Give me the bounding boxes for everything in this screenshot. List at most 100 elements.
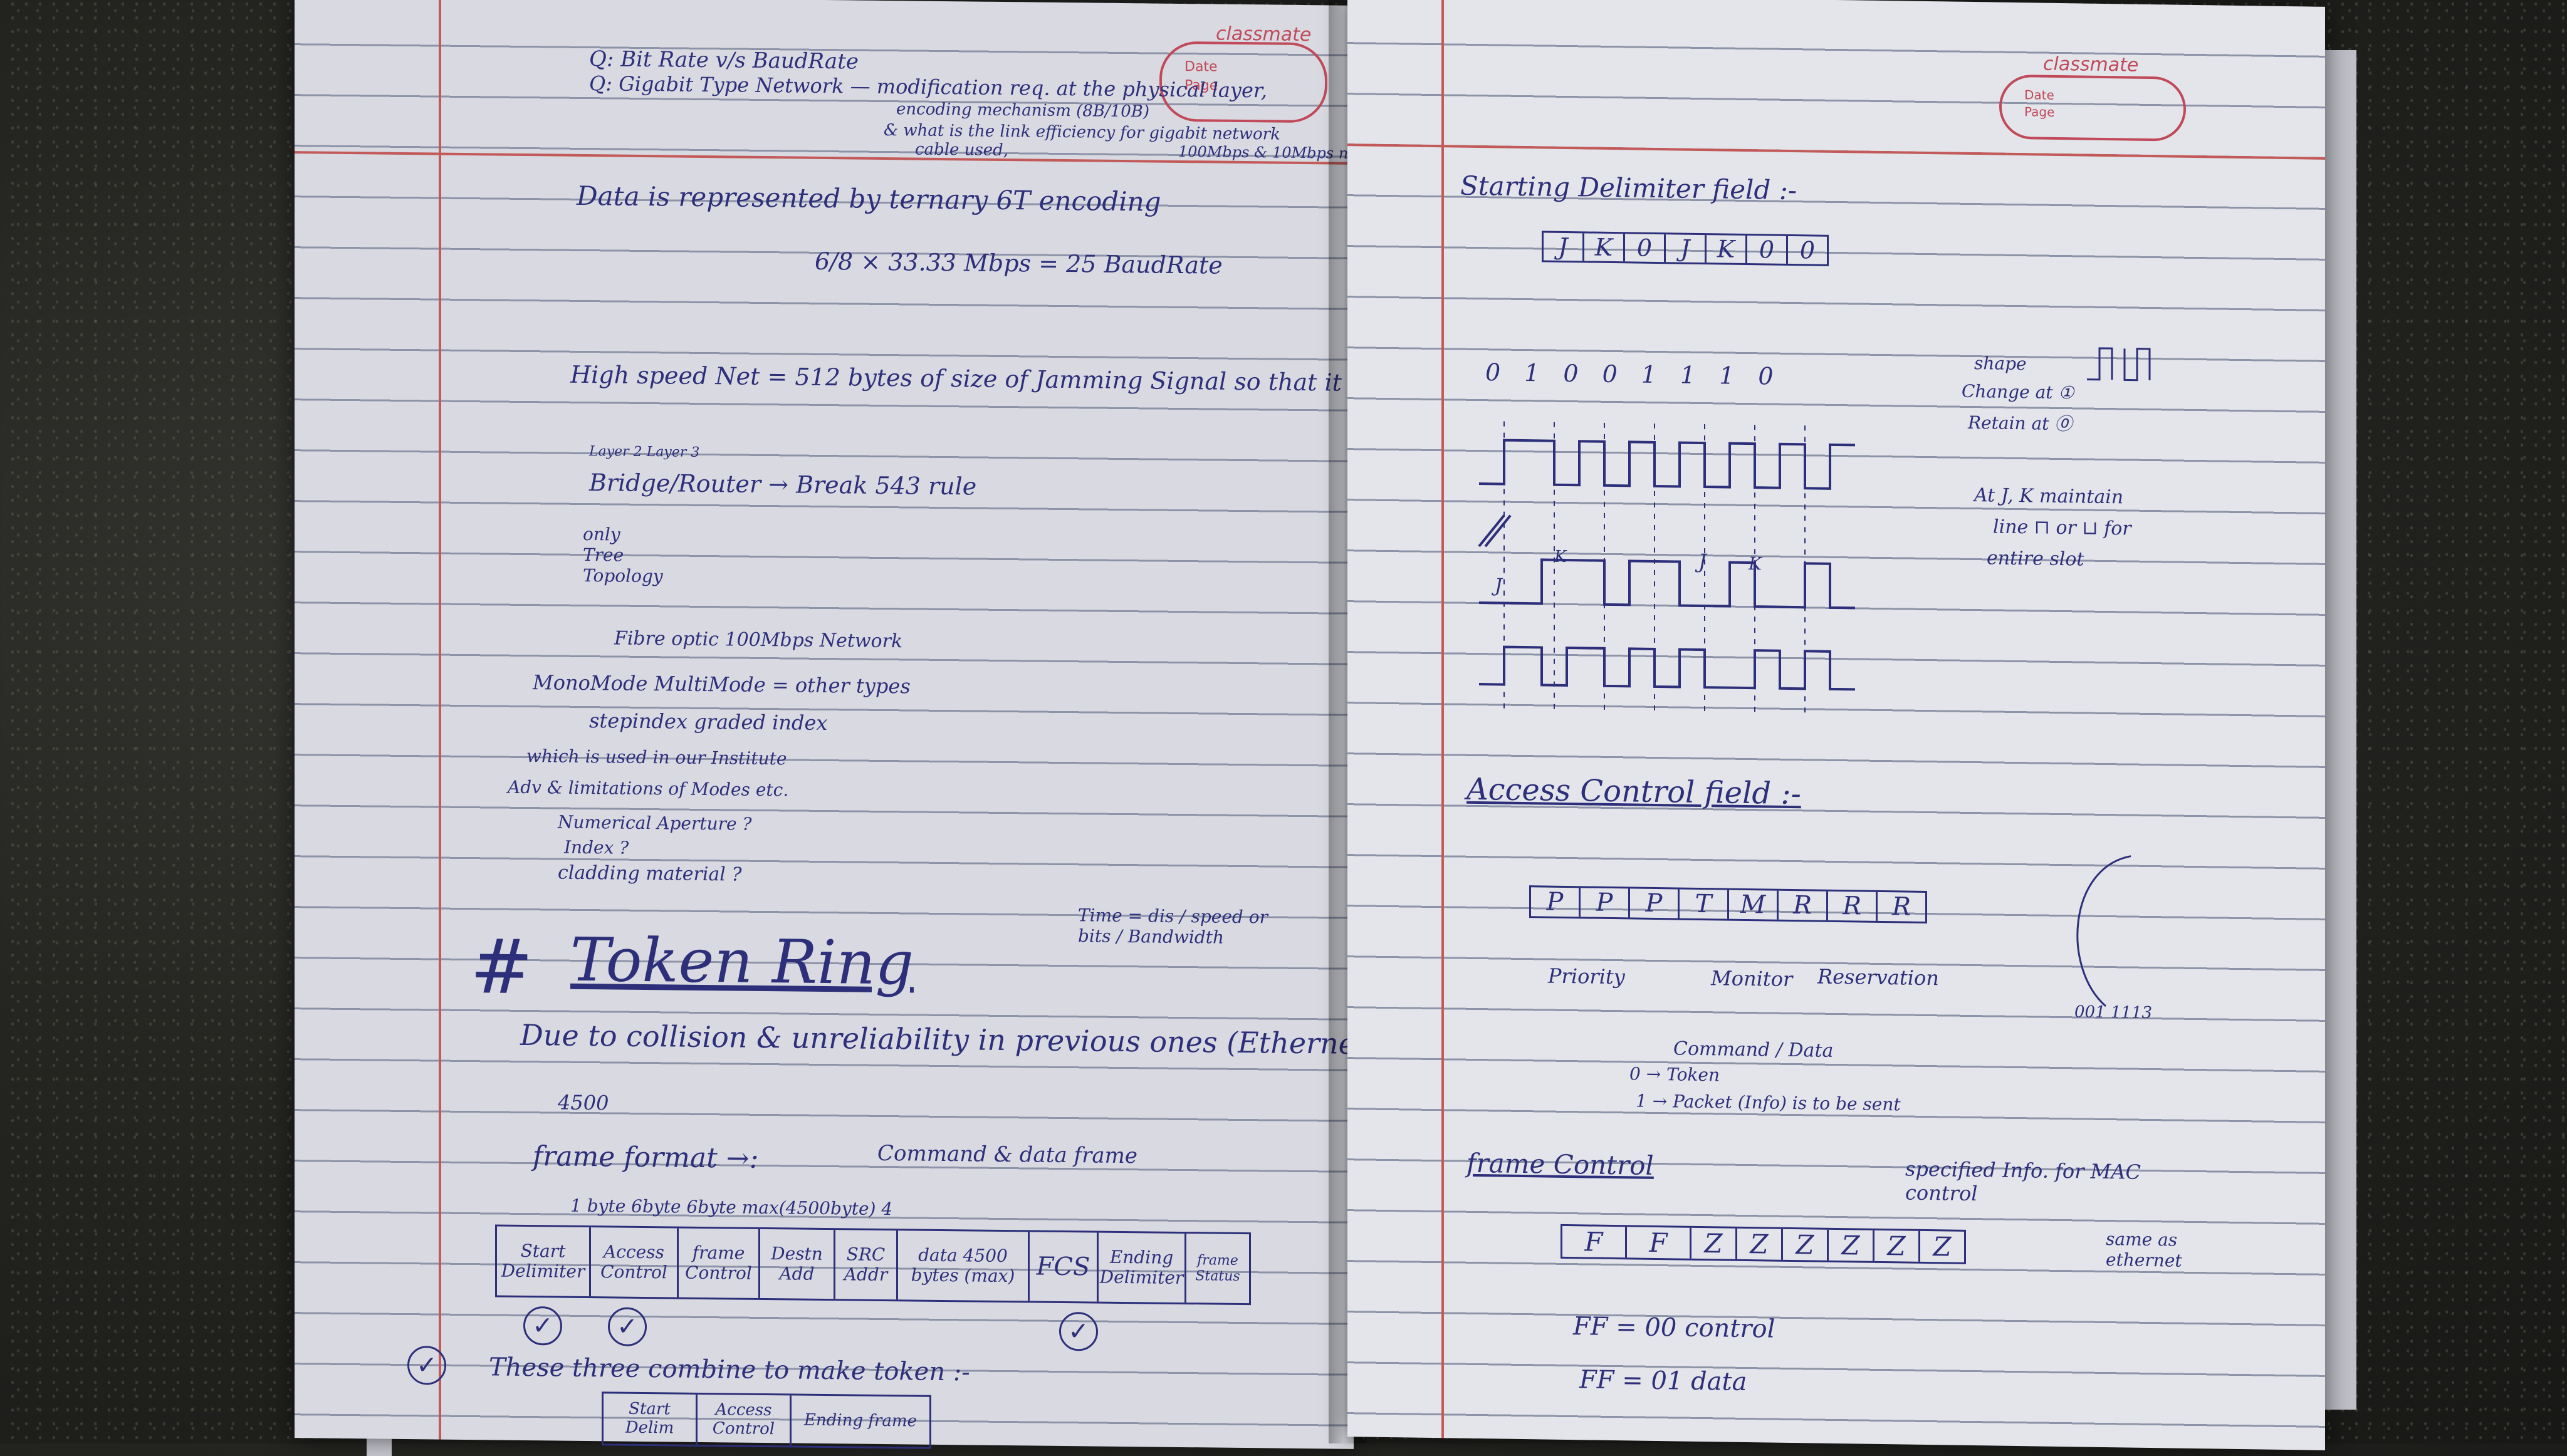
ac-cell: P bbox=[1581, 888, 1630, 918]
bit-label: 0 bbox=[1485, 358, 1501, 387]
note-cladding: cladding material ? bbox=[558, 861, 742, 886]
ac-cell: T bbox=[1680, 889, 1729, 919]
label-reservation: Reservation bbox=[1817, 964, 1939, 991]
ac-cell: R bbox=[1891, 892, 1911, 922]
note-institute: which is used in our Institute bbox=[526, 746, 787, 769]
sd-cell: 0 bbox=[1747, 236, 1788, 264]
note-tree-topology: only Tree Topology bbox=[583, 523, 663, 587]
note-packet-def: 1 → Packet (Info) is to be sent bbox=[1636, 1090, 1901, 1115]
sd-cell: K bbox=[1584, 233, 1625, 262]
label-monitor: Monitor bbox=[1711, 966, 1793, 992]
note-index-question: Index ? bbox=[564, 836, 629, 858]
ac-cells: P P P T M R R R bbox=[1529, 885, 1927, 924]
right-top-margin-line bbox=[1347, 143, 2325, 160]
note-command-data: Command / Data bbox=[1673, 1037, 1834, 1062]
note-command-data-frame: Command & data frame bbox=[877, 1140, 1138, 1169]
bit-label: 0 bbox=[1602, 360, 1618, 388]
waveform-line-3 bbox=[1479, 645, 1855, 691]
note-token-def: 0 → Token bbox=[1629, 1063, 1720, 1086]
heading-frame-control: frame Control bbox=[1466, 1147, 1654, 1181]
notebook-right-page: classmate Date Page Starting Delimiter f… bbox=[1347, 0, 2325, 1450]
fc-cell: Z bbox=[1783, 1229, 1829, 1261]
note-these-three: These three combine to make token :- bbox=[489, 1353, 970, 1387]
token-ring-frame-table: Start Delimiter Access Control frame Con… bbox=[495, 1224, 1251, 1306]
frame-cell-access-control: Access Control bbox=[591, 1227, 679, 1297]
token-cell-access: Access Control bbox=[698, 1394, 792, 1446]
note-line-shape: line ⊓ or ⊔ for bbox=[1993, 516, 2131, 540]
waveform-line-2 bbox=[1479, 558, 1855, 610]
stamp-page-label-right: Page bbox=[2024, 104, 2055, 120]
note-adv-limitations: Adv & limitations of Modes etc. bbox=[508, 776, 789, 801]
bit-label: 0 bbox=[1758, 362, 1774, 390]
shape-line bbox=[2087, 347, 2113, 381]
check-start-delimiter: ✓ bbox=[523, 1306, 562, 1346]
ac-cell: R bbox=[1779, 890, 1828, 920]
check-these-three: ✓ bbox=[407, 1346, 446, 1385]
fc-cell: Z bbox=[1829, 1229, 1874, 1261]
note-change-at-1: Change at ① bbox=[1962, 380, 2074, 403]
ac-cell: P bbox=[1630, 888, 1680, 918]
bit-label: 1 bbox=[1641, 360, 1656, 388]
frame-cell-dest-addr: Destn Add bbox=[760, 1229, 835, 1299]
note-due-to-collision: Due to collision & unreliability in prev… bbox=[520, 1017, 1367, 1061]
frame-cell-data: data 4500 bytes (max) bbox=[898, 1230, 1030, 1301]
frame-cell-ending-delimiter: Ending Delimiter bbox=[1099, 1232, 1186, 1303]
bit-label: 0 bbox=[1563, 359, 1579, 388]
note-same-as-ethernet: same as ethernet bbox=[2106, 1229, 2182, 1271]
waveform-tick bbox=[1484, 514, 1512, 548]
frame-cell-fcs: FCS bbox=[1030, 1232, 1099, 1302]
fc-cell: Z bbox=[1874, 1230, 1920, 1262]
note-bridge-router: Bridge/Router → Break 543 rule bbox=[589, 469, 977, 501]
note-frame-format: frame format →: bbox=[533, 1140, 759, 1175]
frame-cell-src-addr: SRC Addr bbox=[835, 1230, 898, 1300]
heading-token-ring: Token Ring bbox=[570, 924, 914, 999]
fc-cell: Z bbox=[1933, 1231, 1952, 1262]
note-ff-control: FF = 00 control bbox=[1573, 1312, 1775, 1344]
token-cell-ending: Ending frame bbox=[804, 1410, 917, 1431]
stamp-date-label: Date bbox=[1184, 59, 1218, 75]
check-ending-delimiter: ✓ bbox=[1059, 1311, 1098, 1351]
waveform-line-1 bbox=[1479, 439, 1855, 490]
wave-label-k2: K bbox=[1749, 553, 1762, 575]
frame-cell-start-delimiter: Start Delimiter bbox=[497, 1226, 591, 1297]
stamp-date-label-right: Date bbox=[2024, 87, 2054, 103]
check-access-control: ✓ bbox=[608, 1307, 647, 1347]
note-specified-info: specified Info. for MAC control bbox=[1905, 1157, 2141, 1206]
wave-label-j2: J bbox=[1698, 549, 1707, 574]
shape-line bbox=[2123, 348, 2151, 382]
note-ternary-6t: Data is represented by ternary 6T encodi… bbox=[577, 180, 1161, 217]
note-modes: MonoMode MultiMode = other types bbox=[533, 670, 911, 699]
bit-label: 1 bbox=[1524, 359, 1540, 387]
note-time-formula: Time = dis / speed or bits / Bandwidth bbox=[1078, 905, 1268, 948]
ac-cell: M bbox=[1729, 890, 1779, 920]
wave-label-k: K bbox=[1554, 547, 1567, 566]
fc-cell: F bbox=[1627, 1227, 1691, 1259]
note-bitrate-question: Q: Bit Rate v/s BaudRate bbox=[589, 46, 859, 75]
note-ring-bits: 001 1113 bbox=[2074, 1002, 2153, 1023]
label-priority: Priority bbox=[1548, 964, 1625, 989]
frame-cell-frame-control: frame Control bbox=[679, 1228, 760, 1298]
frame-cell-frame-status: frame Status bbox=[1195, 1252, 1240, 1284]
stamp-brand-right: classmate bbox=[2043, 53, 2139, 76]
wave-label-j: J bbox=[1495, 575, 1503, 597]
bit-label: 1 bbox=[1680, 361, 1696, 389]
ac-cell: R bbox=[1828, 891, 1878, 921]
heading-access-control: Access Control field :- bbox=[1466, 771, 1801, 812]
sd-cell: J bbox=[1666, 234, 1707, 263]
sd-cell: 0 bbox=[1625, 234, 1666, 263]
note-cable: cable used, bbox=[915, 140, 1009, 160]
right-margin-line bbox=[1441, 0, 1444, 1438]
note-ff-data: FF = 01 data bbox=[1579, 1365, 1747, 1397]
notebook-left-page: classmate Date Page Q: Bit Rate v/s Baud… bbox=[295, 0, 1468, 1449]
note-index-types: stepindex graded index bbox=[589, 709, 828, 736]
token-table: Start Delim Access Control Ending frame bbox=[602, 1391, 931, 1449]
left-margin-line bbox=[439, 0, 441, 1440]
sd-cell: K bbox=[1707, 235, 1747, 264]
heading-starting-delimiter: Starting Delimiter field :- bbox=[1460, 170, 1797, 206]
note-at-jk: At J, K maintain bbox=[1974, 484, 2124, 509]
fc-cell: Z bbox=[1691, 1227, 1737, 1259]
ring-sketch bbox=[2076, 855, 2131, 1007]
stamp-brand: classmate bbox=[1216, 23, 1312, 46]
note-byte-sizes: 1 byte 6byte 6byte max(4500byte) 4 bbox=[570, 1195, 893, 1220]
bit-label: 1 bbox=[1719, 361, 1735, 390]
